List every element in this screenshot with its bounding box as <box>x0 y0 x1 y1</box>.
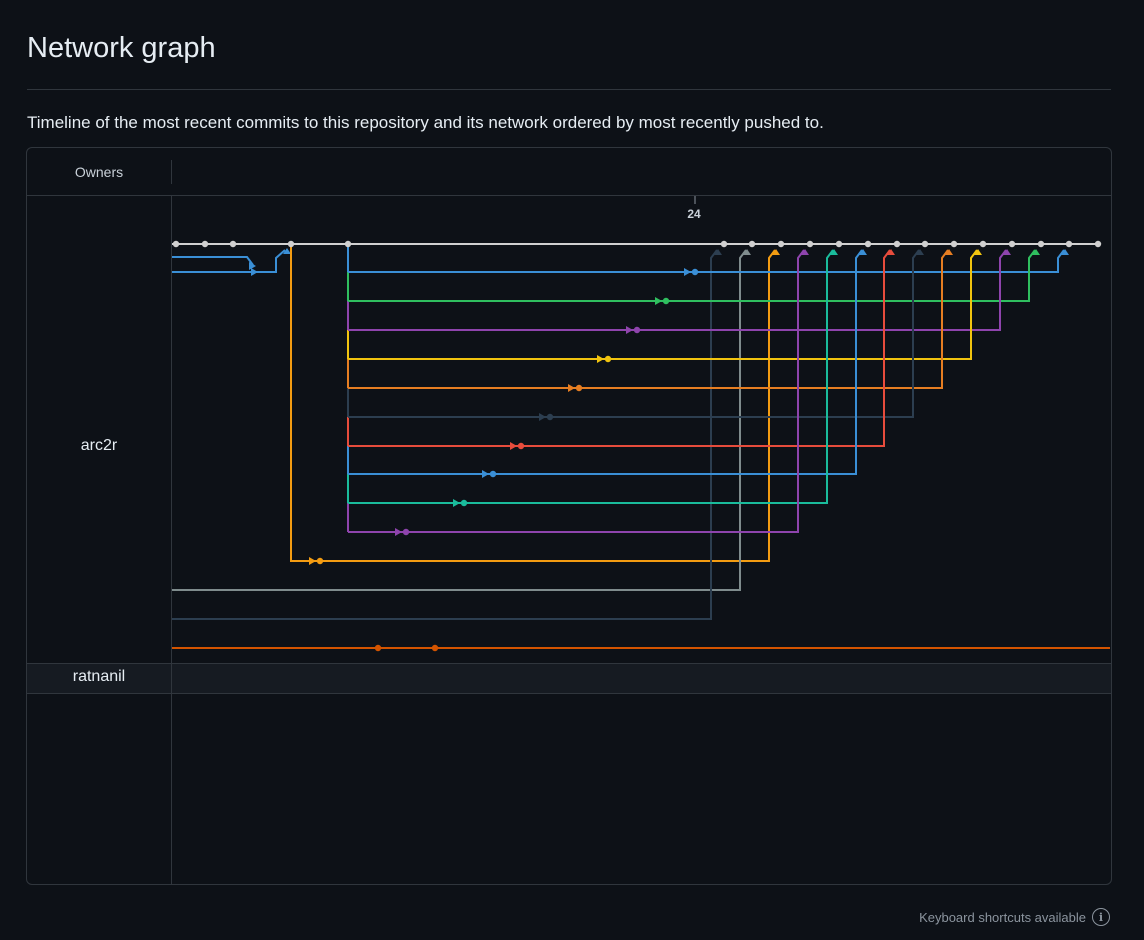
commit-dot[interactable] <box>460 499 468 507</box>
merge-arrow <box>283 248 291 254</box>
commit-dot[interactable] <box>374 644 382 652</box>
merge-arrow <box>655 297 662 305</box>
branch-line <box>348 249 1065 273</box>
merge-arrow <box>714 249 722 255</box>
branch-line <box>348 249 1036 302</box>
commit-dot[interactable] <box>316 557 324 565</box>
main-commit-dot[interactable] <box>1094 240 1102 248</box>
main-commit-dot[interactable] <box>777 240 785 248</box>
branch-line <box>172 249 718 620</box>
merge-arrow <box>974 249 982 255</box>
main-commit-dot[interactable] <box>1008 240 1016 248</box>
commit-dot[interactable] <box>633 326 641 334</box>
branch-line <box>348 249 978 360</box>
page-description: Timeline of the most recent commits to t… <box>27 113 824 132</box>
merge-arrow <box>626 326 633 334</box>
branch-line <box>262 249 286 273</box>
page-title: Network graph <box>27 32 216 64</box>
merge-arrow <box>249 262 256 270</box>
merge-arrow <box>309 557 316 565</box>
merge-arrow <box>539 413 546 421</box>
owner-band-ratnanil <box>27 663 1111 694</box>
merge-arrow <box>916 249 924 255</box>
owners-column-header: Owners <box>74 163 124 180</box>
merge-arrow <box>395 528 402 536</box>
commit-dot[interactable] <box>691 268 699 276</box>
merge-arrow <box>801 249 809 255</box>
commit-dot[interactable] <box>575 384 583 392</box>
branch-line <box>348 249 891 447</box>
commit-dot[interactable] <box>604 355 612 363</box>
owner-label-arc2r[interactable]: arc2r <box>80 437 118 454</box>
main-commit-dot[interactable] <box>720 240 728 248</box>
merge-arrow <box>830 249 838 255</box>
owner-label-ratnanil[interactable]: ratnanil <box>72 668 126 685</box>
main-commit-dot[interactable] <box>950 240 958 248</box>
branch-line <box>348 249 920 418</box>
merge-arrow <box>482 470 489 478</box>
merge-arrow <box>887 249 895 255</box>
main-commit-dot[interactable] <box>806 240 814 248</box>
header-divider <box>27 195 1111 196</box>
merge-arrow <box>510 442 517 450</box>
main-commit-dot[interactable] <box>921 240 929 248</box>
date-marker: 24 <box>687 207 701 221</box>
keyboard-shortcuts-label: Keyboard shortcuts available <box>919 909 1086 925</box>
main-commit-dot[interactable] <box>287 240 295 248</box>
merge-arrow <box>568 384 575 392</box>
main-commit-dot[interactable] <box>344 240 352 248</box>
main-commit-dot[interactable] <box>864 240 872 248</box>
main-commit-dot[interactable] <box>893 240 901 248</box>
commit-dot[interactable] <box>546 413 554 421</box>
merge-arrow <box>743 249 751 255</box>
main-commit-dot[interactable] <box>229 240 237 248</box>
branch-line <box>290 244 776 562</box>
merge-arrow <box>945 249 953 255</box>
main-commit-dot[interactable] <box>748 240 756 248</box>
commit-dot[interactable] <box>402 528 410 536</box>
commit-graph-canvas[interactable]: 24 <box>27 148 1111 884</box>
merge-arrow <box>251 268 258 276</box>
main-commit-dot[interactable] <box>1065 240 1073 248</box>
column-divider <box>171 160 172 184</box>
merge-arrow <box>453 499 460 507</box>
merge-arrow <box>684 268 691 276</box>
merge-arrow <box>1003 249 1011 255</box>
branch-line <box>348 249 834 504</box>
info-icon[interactable]: i <box>1092 908 1110 926</box>
merge-arrow <box>772 249 780 255</box>
main-commit-dot[interactable] <box>835 240 843 248</box>
merge-arrow <box>597 355 604 363</box>
network-graph[interactable]: Owners arc2r ratnanil 24 <box>26 147 1112 885</box>
main-commit-dot[interactable] <box>172 240 180 248</box>
branch-line <box>348 249 949 389</box>
column-divider <box>171 196 172 884</box>
branch-line <box>348 249 1007 331</box>
commit-dot[interactable] <box>489 470 497 478</box>
keyboard-shortcuts-hint[interactable]: Keyboard shortcuts available i <box>919 908 1110 926</box>
commit-dot[interactable] <box>662 297 670 305</box>
branch-line <box>348 249 805 533</box>
commit-dot[interactable] <box>517 442 525 450</box>
branch-line <box>348 249 863 475</box>
branch-line <box>172 249 747 591</box>
main-commit-dot[interactable] <box>1037 240 1045 248</box>
merge-arrow <box>1032 249 1040 255</box>
merge-arrow <box>859 249 867 255</box>
branch-line <box>172 256 254 266</box>
commit-dot[interactable] <box>431 644 439 652</box>
main-commit-dot[interactable] <box>979 240 987 248</box>
main-commit-dot[interactable] <box>201 240 209 248</box>
merge-arrow <box>1061 249 1069 255</box>
title-divider <box>27 89 1111 90</box>
